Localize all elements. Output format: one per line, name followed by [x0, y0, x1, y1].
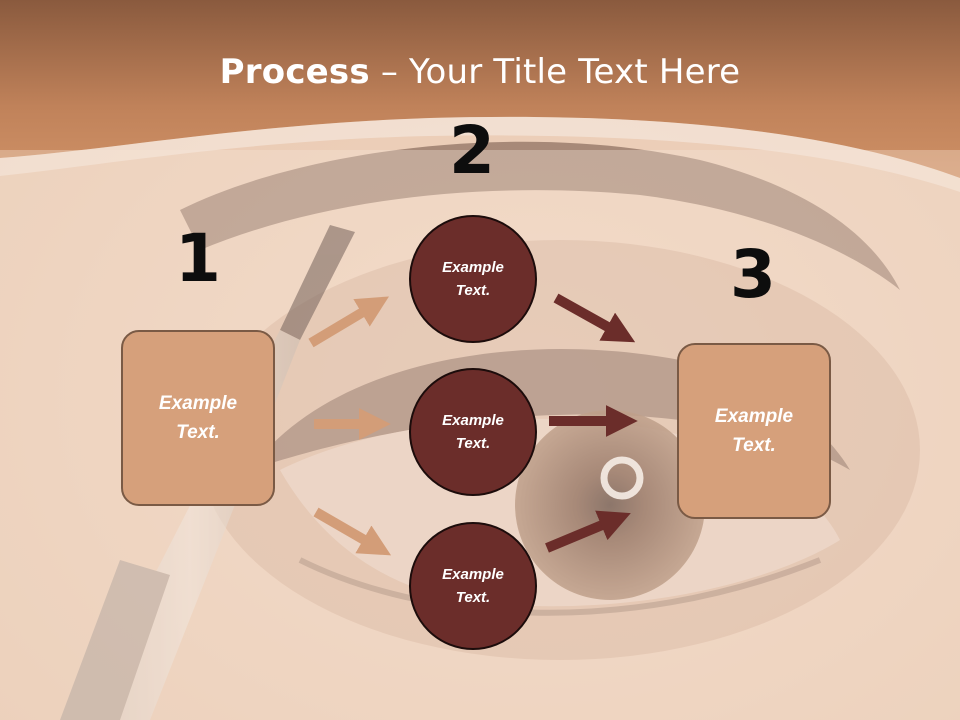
step-number-3: 3	[730, 236, 776, 313]
arrow-1-to-bottom	[313, 507, 392, 556]
step-number-2: 2	[449, 112, 495, 189]
arrow-1-to-top	[308, 296, 389, 348]
slide-title: Process – Your Title Text Here	[0, 52, 960, 92]
arrow-top-to-3	[553, 293, 636, 343]
circle-middle-text: Example Text.	[442, 412, 504, 452]
circle-bottom: Example Text.	[409, 522, 537, 650]
circle-top: Example Text.	[409, 215, 537, 343]
circle-middle: Example Text.	[409, 368, 537, 496]
step-number-1: 1	[175, 220, 221, 297]
arrow-bottom-to-3	[545, 510, 631, 553]
title-rest: Your Title Text Here	[409, 52, 741, 92]
step-1-text: Example Text.	[158, 393, 238, 443]
title-bold: Process	[219, 52, 370, 92]
step-1-box: Example Text.	[121, 330, 275, 506]
step-3-text: Example Text.	[714, 406, 794, 456]
circle-top-text: Example Text.	[442, 259, 504, 299]
title-dash: –	[369, 52, 410, 92]
circle-bottom-text: Example Text.	[442, 566, 504, 606]
step-3-box: Example Text.	[677, 343, 831, 519]
